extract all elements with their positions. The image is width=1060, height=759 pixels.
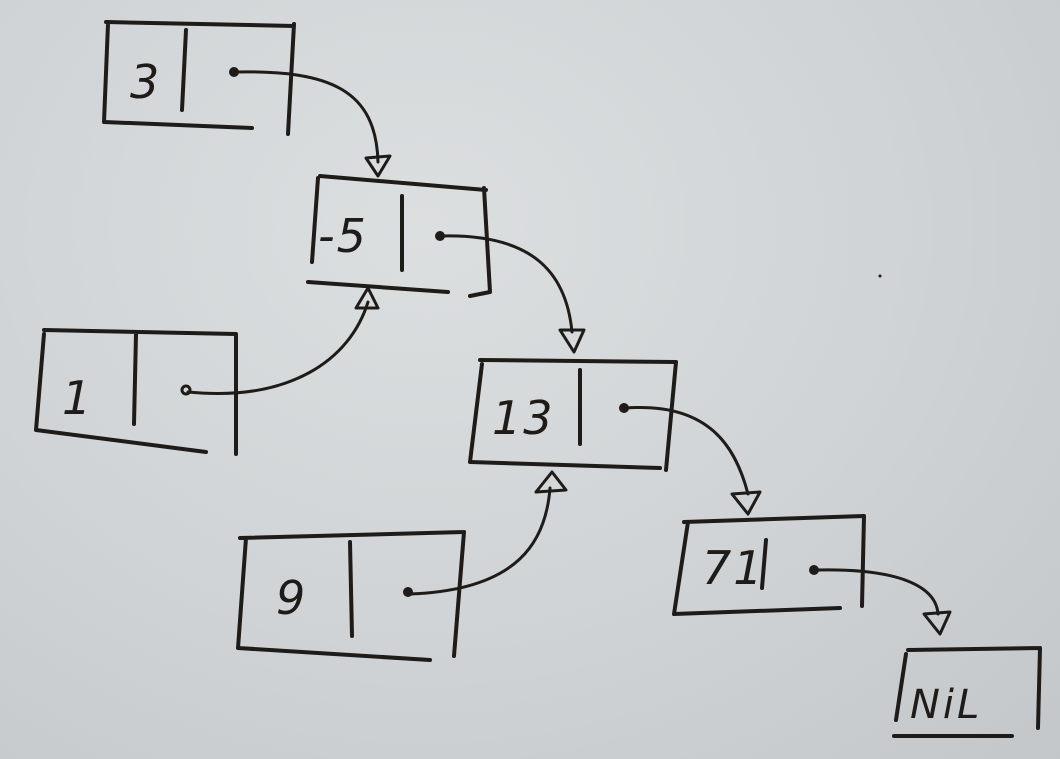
node-3-value: 3: [130, 55, 161, 109]
node-nil: NiL: [892, 646, 1042, 738]
arrow-minus5-to-13: [440, 234, 586, 354]
node-13-pointer-dot: [619, 403, 629, 413]
node-71: 71: [672, 514, 866, 616]
node-3-pointer-dot: [229, 67, 239, 77]
node-9-pointer-dot: [403, 587, 413, 597]
board-speck: [878, 274, 882, 278]
node-1-value: 1: [62, 371, 93, 425]
node-1-pointer-dot: [180, 384, 192, 396]
node-minus5-pointer-dot: [435, 231, 445, 241]
arrow-9-to-13: [408, 470, 568, 596]
arrow-71-to-nil: [814, 568, 952, 636]
arrow-13-to-71: [624, 405, 762, 516]
node-13: 13: [468, 358, 678, 472]
arrow-3-to-minus5: [234, 70, 392, 178]
node-71-pointer-dot: [809, 565, 819, 575]
arrow-1-to-minus5: [186, 286, 380, 395]
node-minus5-value: -5: [318, 209, 368, 263]
node-1: 1: [34, 328, 238, 456]
node-71-value: 71: [702, 541, 765, 595]
node-13-value: 13: [492, 391, 555, 445]
node-9: 9: [236, 530, 466, 662]
node-nil-value: NiL: [910, 682, 982, 728]
node-minus5: -5: [306, 174, 492, 298]
node-9-value: 9: [276, 571, 307, 625]
node-3: 3: [102, 20, 296, 136]
